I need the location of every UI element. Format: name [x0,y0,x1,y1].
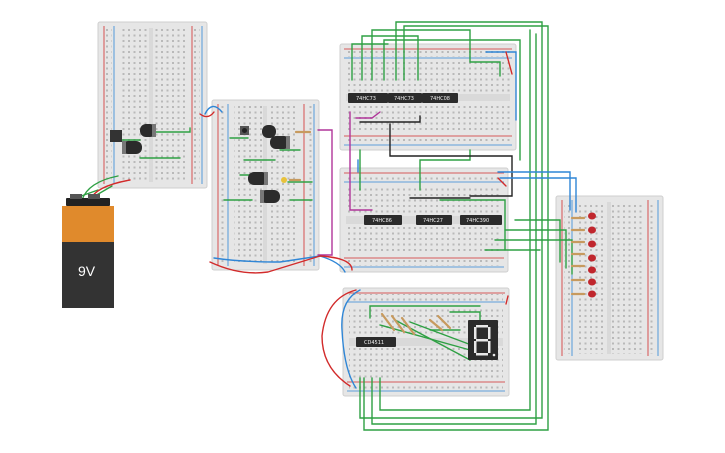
battery-9v: 9V [62,194,114,308]
led-1 [588,212,596,220]
led-6 [588,278,596,286]
breadboard-right [555,195,664,361]
led-array [588,212,596,298]
capacitor-1 [140,124,156,137]
led-2 [588,226,596,234]
capacitor-3 [262,125,276,138]
breadboard-left [97,21,208,189]
svg-text:74HC86: 74HC86 [372,218,392,224]
svg-text:CD4511: CD4511 [364,340,384,346]
led-7 [588,290,596,298]
chip-row-bottom: CD4511 [356,337,396,347]
capacitor-4 [270,136,290,149]
chip-74hc27: 74HC27 [416,215,452,225]
breadboard-bottom [342,287,510,397]
battery-label: 9V [78,263,96,279]
led-3 [588,240,596,248]
seven-segment-display [468,320,498,360]
svg-text:74HC73: 74HC73 [394,96,414,102]
resistors [288,130,586,336]
chip-74hc73-b: 74HC73 [388,93,422,103]
chip-74hc08: 74HC08 [422,93,458,103]
push-button[interactable] [240,126,249,135]
capacitor-2 [122,141,142,154]
svg-text:74HC27: 74HC27 [423,218,443,224]
svg-text:74HC390: 74HC390 [466,218,489,224]
capacitors [122,124,290,203]
wires [69,21,577,431]
led-yellow [281,177,287,183]
led-5 [588,266,596,274]
chip-74hc73-a: 74HC73 [348,93,388,103]
chip-row-middle: 74HC86 74HC27 74HC390 [364,215,502,225]
chip-cd4511: CD4511 [356,337,396,347]
led-4 [588,254,596,262]
svg-text:74HC08: 74HC08 [430,96,450,102]
chip-row-top: 74HC73 74HC73 74HC08 [348,93,458,103]
timer-chip [110,130,122,142]
svg-text:74HC73: 74HC73 [356,96,376,102]
capacitor-5 [248,172,268,185]
chip-74hc86: 74HC86 [364,215,402,225]
capacitor-6 [260,190,280,203]
chip-74hc390: 74HC390 [460,215,502,225]
